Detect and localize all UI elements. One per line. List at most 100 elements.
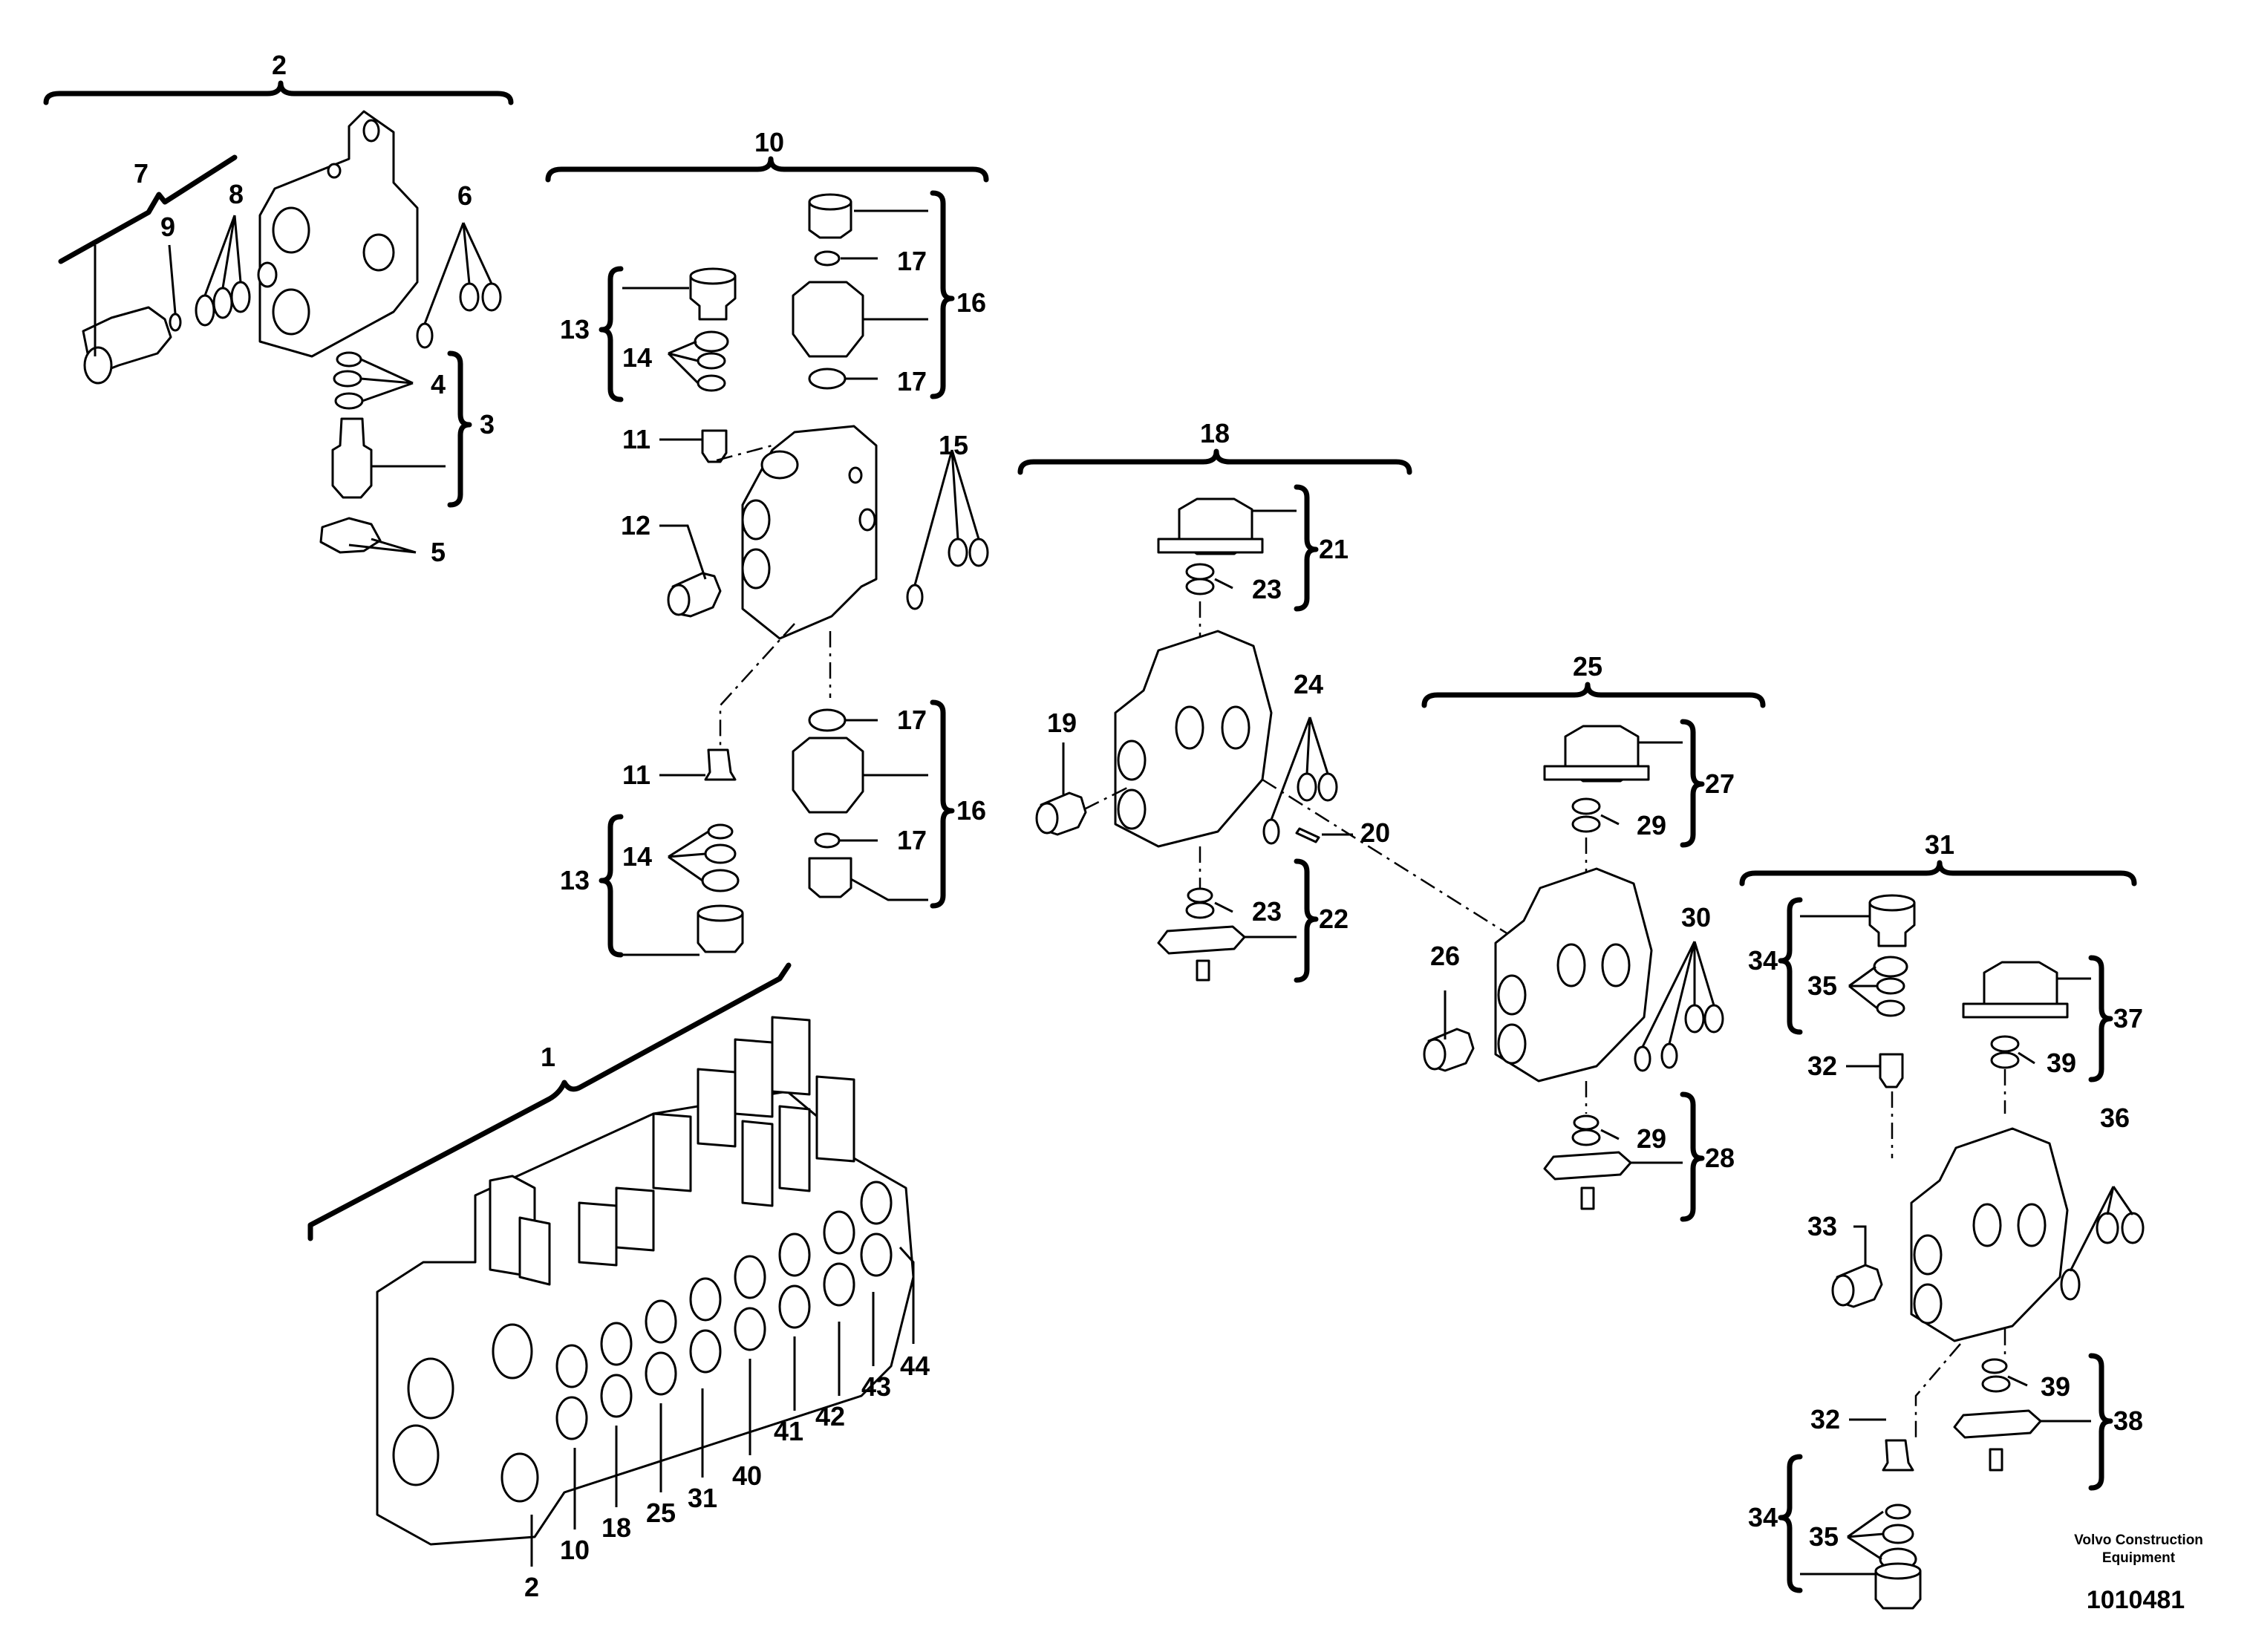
group-brackets (43, 80, 2137, 1593)
oring-4 (334, 392, 364, 410)
oring-29 (1571, 815, 1601, 833)
brace-28 (1680, 1091, 1705, 1222)
fitting-16-top (808, 193, 852, 211)
callout-32: 32 (1810, 1404, 1840, 1434)
bank-port (407, 1357, 454, 1420)
relief-12-end (667, 584, 691, 616)
bank-port (689, 1277, 722, 1322)
callout-35: 35 (1809, 1521, 1839, 1552)
oring-17 (814, 250, 841, 267)
bracket-2 (43, 80, 514, 105)
oring-23 (1185, 563, 1215, 581)
plate-28 (1543, 1151, 1632, 1181)
oring-14 (704, 843, 737, 864)
bracket-10 (545, 156, 989, 183)
valve-bank-fitting (652, 1112, 692, 1192)
callout-29: 29 (1637, 810, 1666, 840)
relief-26-end (1423, 1038, 1447, 1071)
callout-43: 43 (861, 1371, 891, 1402)
bracket-25 (1421, 682, 1766, 708)
section-18-parts (1035, 497, 1523, 982)
callout-26: 26 (1430, 941, 1460, 971)
callout-21: 21 (1319, 534, 1349, 564)
bank-port (600, 1322, 633, 1366)
pilot-cap-37-flange (1962, 1002, 2069, 1019)
block-port (858, 508, 876, 532)
oring-29 (1573, 1114, 1600, 1131)
block-port (1117, 789, 1147, 830)
bank-port (778, 1284, 811, 1329)
callout-11: 11 (622, 760, 650, 790)
oring-6 (416, 322, 434, 349)
oring-24 (1262, 818, 1280, 845)
callout-17: 17 (897, 366, 927, 396)
pilot-cap-16 (792, 737, 864, 814)
oring-14 (701, 869, 740, 892)
oring-30 (1634, 1045, 1651, 1072)
section-25-parts (1423, 725, 1724, 1210)
oring-4 (336, 351, 362, 368)
clip-5 (319, 517, 382, 554)
pilot-cap-27-flange (1543, 765, 1650, 781)
screw-38 (1989, 1448, 2003, 1472)
section-31-parts (1831, 894, 2145, 1610)
callout-13: 13 (560, 865, 590, 895)
plate-22 (1157, 925, 1246, 955)
block-port (1972, 1203, 2002, 1247)
callout-35: 35 (1807, 970, 1837, 1001)
oring-36 (2096, 1212, 2119, 1244)
callout-14: 14 (622, 342, 652, 373)
screw-22 (1196, 959, 1210, 982)
callout-17: 17 (897, 705, 927, 735)
callout-8: 8 (229, 179, 244, 209)
oring-6 (459, 282, 480, 312)
plate-38 (1953, 1409, 2042, 1439)
axis-line (1262, 778, 1523, 944)
block-port (1497, 1023, 1527, 1065)
callout-40: 40 (732, 1460, 762, 1491)
bank-port (492, 1323, 533, 1380)
brace-37 (2088, 955, 2113, 1083)
callout-37: 37 (2113, 1003, 2143, 1034)
block-port (1913, 1283, 1943, 1325)
oring-39 (1981, 1375, 2011, 1393)
oring-14 (707, 823, 734, 840)
callout-25-top: 25 (1573, 651, 1602, 682)
callout-10-bottom: 10 (560, 1535, 590, 1565)
pin-20 (1295, 827, 1320, 843)
oring-15 (948, 538, 968, 567)
oring-29 (1571, 1129, 1601, 1146)
valve-bank-fitting (778, 1105, 811, 1192)
oring-39 (1990, 1051, 2020, 1069)
callout-13: 13 (560, 314, 590, 345)
axis-line (1083, 786, 1129, 811)
callout-33: 33 (1807, 1211, 1837, 1241)
callout-12: 12 (621, 510, 650, 541)
callout-17: 17 (897, 825, 927, 855)
callout-29: 29 (1637, 1123, 1666, 1154)
callout-10-top: 10 (754, 127, 784, 157)
callout-30: 30 (1681, 902, 1711, 933)
block-port (760, 450, 799, 480)
relief-cartridge-end (83, 346, 113, 385)
oring-15 (968, 538, 989, 567)
section-2-parts (82, 110, 502, 554)
bank-port (645, 1351, 677, 1396)
brace-34-top (1778, 897, 1803, 1035)
axis-line (719, 623, 795, 757)
callout-5: 5 (431, 537, 446, 567)
oring-14 (697, 374, 726, 392)
callout-16: 16 (956, 287, 986, 318)
oring-17 (808, 368, 847, 390)
brand-line-2: Equipment (2102, 1550, 2176, 1566)
block-port (1117, 740, 1147, 781)
callout-22: 22 (1319, 904, 1349, 934)
callout-44: 44 (900, 1351, 930, 1381)
block-port (1175, 705, 1204, 750)
callout-18-top: 18 (1200, 418, 1230, 448)
bank-port (860, 1181, 893, 1225)
plug-13-top (697, 904, 744, 922)
oring-30 (1660, 1042, 1678, 1069)
brand-line-1: Volvo Construction (2074, 1532, 2203, 1548)
block-port (1556, 943, 1586, 987)
